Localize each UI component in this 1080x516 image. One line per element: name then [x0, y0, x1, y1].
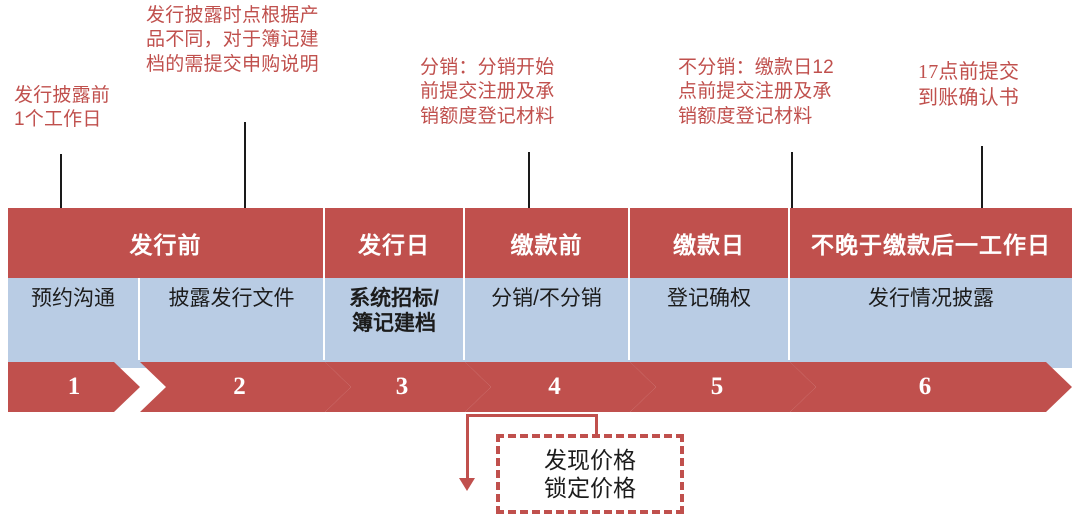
annotation-note-3: 分销：分销开始 前提交注册及承 销额度登记材料: [420, 57, 555, 127]
leader-line-2: [244, 122, 246, 280]
step-chevron-4: 4: [465, 362, 656, 412]
step-description-band: 预约沟通 披露发行文件 系统招标/ 簿记建档 分销/不分销 登记确权 发行情况披…: [8, 278, 1072, 360]
price-callout-box: 发现价格 锁定价格: [496, 434, 684, 514]
step-number-4: 4: [548, 373, 561, 400]
callout-arrow-icon: [459, 478, 475, 491]
step-title-3: 系统招标/ 簿记建档: [325, 278, 465, 360]
annotation-note-2: 发行披露时点根据产 品不同，对于簿记建 档的需提交申购说明: [146, 5, 319, 75]
callout-connector-horizontal: [466, 414, 598, 417]
step-number-6: 6: [918, 373, 932, 400]
callout-connector-vertical: [466, 414, 469, 480]
step-title-1: 预约沟通: [8, 278, 140, 360]
phase-header-cell-1: 发行前: [8, 208, 325, 278]
annotation-note-4: 不分销：缴款日12 点前提交注册及承 销额度登记材料: [678, 57, 834, 127]
step-chevron-6: 6: [790, 362, 1072, 412]
step-chevron-3: 3: [325, 362, 491, 412]
step-title-5: 登记确权: [630, 278, 790, 360]
phase-header-cell-5: 不晚于缴款后一工作日: [790, 208, 1072, 278]
phase-header-band: 发行前 发行日 缴款前 缴款日 不晚于缴款后一工作日: [8, 208, 1072, 278]
step-title-2: 披露发行文件: [140, 278, 325, 360]
phase-header-cell-2: 发行日: [325, 208, 465, 278]
step-number-1: 1: [67, 373, 81, 400]
step-number-3: 3: [395, 373, 409, 400]
step-title-4: 分销/不分销: [465, 278, 630, 360]
chevron-row: 1 2 3 4 5 6: [8, 360, 1072, 414]
step-title-6: 发行情况披露: [790, 278, 1072, 360]
step-chevron-5: 5: [630, 362, 816, 412]
step-number-2: 2: [233, 373, 246, 400]
phase-header-cell-3: 缴款前: [465, 208, 630, 278]
annotation-note-1: 发行披露前 1个工作日: [14, 85, 111, 131]
callout-connector-stub: [595, 414, 598, 434]
phase-header-cell-4: 缴款日: [630, 208, 790, 278]
step-number-5: 5: [710, 373, 724, 400]
step-chevron-1: 1: [8, 362, 140, 412]
annotation-note-5: 17点前提交 到账确认书: [918, 61, 1020, 109]
step-chevron-2: 2: [140, 362, 351, 412]
